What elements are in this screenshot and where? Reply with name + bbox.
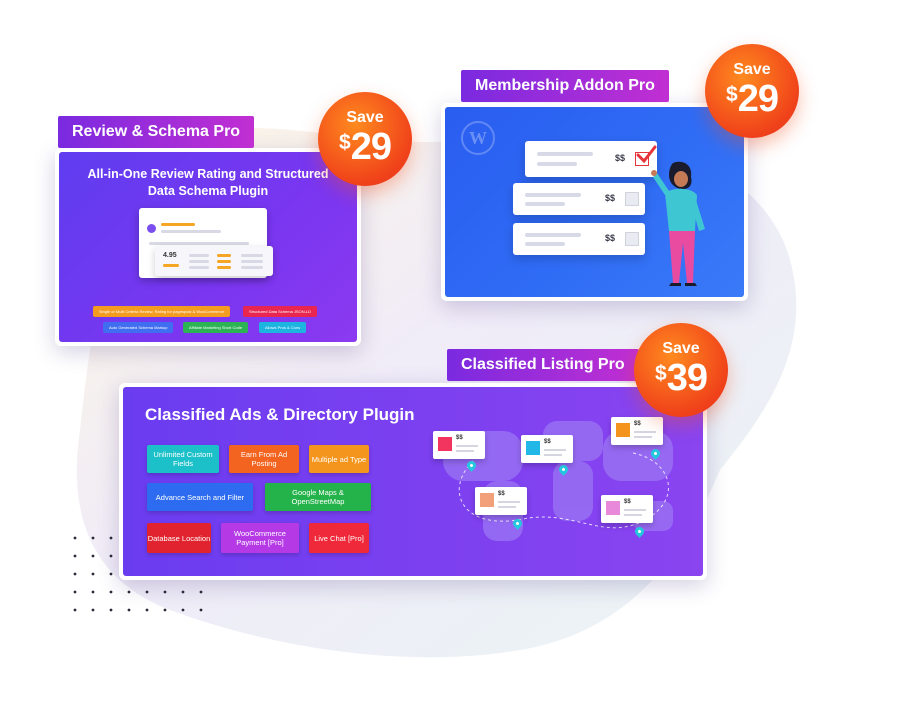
wordpress-logo-icon: W [461,121,495,155]
save-amount: $39 [634,357,728,400]
currency-symbol: $ [655,362,667,385]
classified-save-badge: Save $39 [634,323,728,417]
classified-screenshot: Classified Ads & Directory Plugin Unlimi… [123,387,703,576]
review-feature-affiliate: Affiliate Marketing Short Code [183,322,249,333]
save-label: Save [346,109,384,126]
review-feature-multi-criteria: Single or Multi Criteria Review, Rating … [93,306,231,317]
map-listing-card: $$ [611,417,663,445]
checkbox-icon [625,192,639,206]
feature-earn-from-ad-posting: Earn From Ad Posting [229,445,299,473]
feature-advance-search: Advance Search and Filter [147,483,253,511]
membership-ribbon: Membership Addon Pro [461,70,669,102]
feature-google-maps: Google Maps & OpenStreetMap [265,483,371,511]
listing-price: $$ [456,435,463,441]
membership-price-label: $$ [615,153,626,163]
membership-price-row: $$ [513,183,645,215]
map-listing-card: $$ [601,495,653,523]
map-listing-card: $$ [475,487,527,515]
map-listing-card: $$ [521,435,573,463]
feature-woocommerce-payment: WooCommerce Payment [Pro] [221,523,299,553]
save-amount-value: 29 [737,78,779,120]
rating-value: 4.95 [163,252,177,259]
classified-ribbon: Classified Listing Pro [447,349,639,381]
checkmark-icon [636,145,657,164]
membership-card[interactable]: W $$ $$ $$ [441,103,748,301]
save-amount-value: 39 [666,357,708,399]
save-amount: $29 [705,78,799,121]
review-avatar-icon [147,224,156,233]
save-amount-value: 29 [350,126,392,168]
currency-symbol: $ [726,83,738,106]
review-feature-pros-cons: Allows Pros & Cons [259,322,307,333]
review-title-line-2: Data Schema Plugin [147,184,269,198]
save-label: Save [733,61,771,78]
save-label: Save [662,340,700,357]
review-title: All-in-One Review Rating and Structured … [79,166,337,200]
review-feature-schema-jsonld: Structured Data Schema JSON-LD [243,306,318,317]
checkbox-icon [625,232,639,246]
review-feature-auto-schema: Auto Generated Schema Markup [103,322,174,333]
review-title-line-1: All-in-One Review Rating and Structured [87,167,329,181]
map-listing-card: $$ [433,431,485,459]
listing-price: $$ [544,439,551,445]
listing-price: $$ [624,499,631,505]
review-schema-ribbon: Review & Schema Pro [58,116,255,148]
save-amount: $29 [318,126,412,169]
classified-card[interactable]: Classified Ads & Directory Plugin Unlimi… [119,383,707,580]
membership-screenshot: W $$ $$ $$ [445,107,744,297]
membership-price-row: $$ [513,223,645,255]
currency-symbol: $ [339,131,351,154]
listing-price: $$ [634,421,641,427]
review-schema-screenshot: All-in-One Review Rating and Structured … [59,152,357,342]
membership-price-row: $$ [525,141,657,177]
feature-unlimited-custom-fields: Unlimited Custom Fields [147,445,219,473]
membership-price-label: $$ [605,193,616,203]
membership-price-label: $$ [605,233,616,243]
feature-live-chat: Live Chat [Pro] [309,523,369,553]
classified-title: Classified Ads & Directory Plugin [145,405,415,424]
review-rating-panel: 4.95 [155,246,273,276]
person-illustration-icon [651,161,705,286]
review-schema-card[interactable]: All-in-One Review Rating and Structured … [55,148,361,346]
listing-price: $$ [498,491,505,497]
feature-database-location: Database Location [147,523,211,553]
review-save-badge: Save $29 [318,92,412,186]
membership-save-badge: Save $29 [705,44,799,138]
feature-multiple-ad-type: Multiple ad Type [309,445,369,473]
